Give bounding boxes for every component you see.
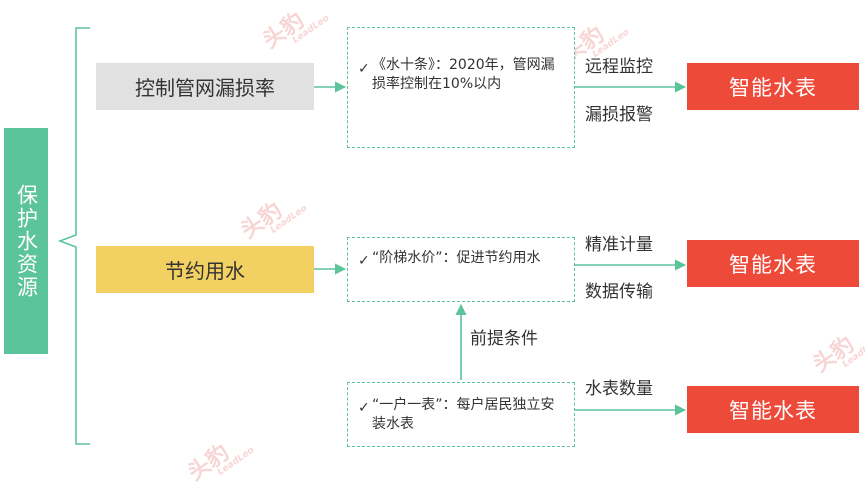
- function-label: 数据传输: [585, 282, 653, 302]
- policy-text: “阶梯水价”：促进节约用水: [372, 250, 541, 266]
- function-label: 水表数量: [585, 379, 653, 399]
- policy-box-one-meter: ✓ “一户一表”：每户居民独立安装水表: [347, 382, 575, 447]
- prerequisite-label: 前提条件: [470, 329, 538, 349]
- function-label: 漏损报警: [585, 105, 653, 125]
- check-icon: ✓: [358, 61, 370, 77]
- driver-water-saving: 节约用水: [96, 246, 314, 293]
- bracket: [57, 27, 90, 445]
- check-icon: ✓: [358, 400, 370, 416]
- connector-lines: [57, 27, 687, 445]
- check-icon: ✓: [358, 253, 370, 269]
- smart-meter-box: 智能水表: [687, 63, 859, 110]
- policy-box-water-ten: ✓ 《水十条》：2020年，管网漏损率控制在10%以内: [347, 27, 575, 148]
- function-label: 远程监控: [585, 57, 653, 77]
- policy-text: 《水十条》：2020年，管网漏损率控制在10%以内: [372, 57, 555, 92]
- policy-box-tiered-price: ✓ “阶梯水价”：促进节约用水: [347, 237, 575, 302]
- smart-meter-box: 智能水表: [687, 240, 859, 287]
- root-node: 保护水资源: [4, 128, 48, 354]
- smart-meter-box: 智能水表: [687, 386, 859, 433]
- policy-text: “一户一表”：每户居民独立安装水表: [372, 397, 555, 432]
- driver-leak-control: 控制管网漏损率: [96, 63, 314, 110]
- function-label: 精准计量: [585, 235, 653, 255]
